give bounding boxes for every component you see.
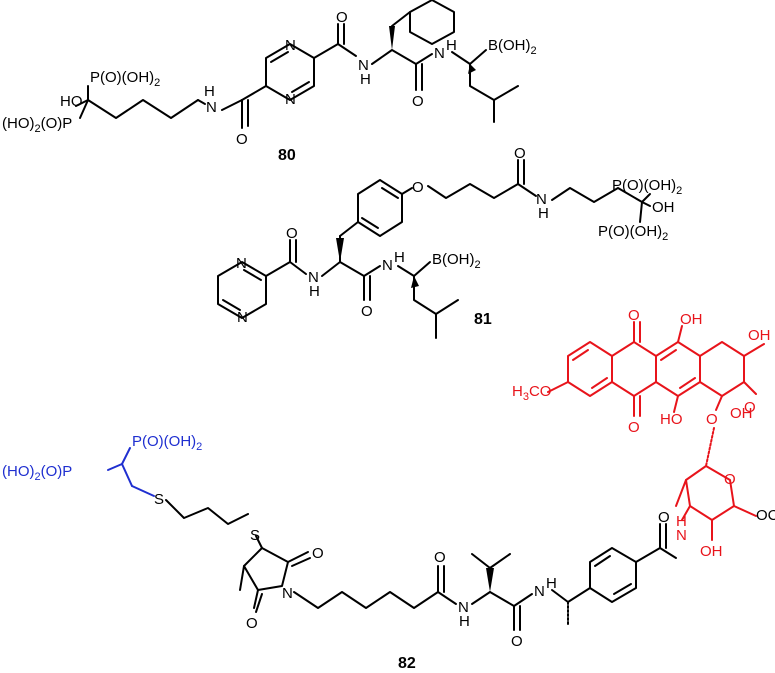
compound-82-bisphosphonate bbox=[107, 447, 155, 497]
cmpd81-pyr-n2: N bbox=[237, 309, 248, 326]
cmpd82-benz-o: O bbox=[658, 509, 670, 526]
cmpd80-linker-h: H bbox=[204, 83, 215, 100]
cmpd81-ether-o: O bbox=[412, 179, 424, 196]
compound-80 bbox=[75, 0, 519, 129]
cmpd82-bp-top-label: P(O)(OH)2 bbox=[132, 433, 202, 453]
cmpd81-amide2-o: O bbox=[361, 303, 373, 320]
cmpd81-top-h: H bbox=[538, 205, 549, 222]
compound-number-82: 82 bbox=[398, 655, 416, 672]
cmpd81-nh1-h: H bbox=[309, 283, 320, 300]
cmpd82-s2: S bbox=[250, 527, 260, 544]
cmpd82-val-o: O bbox=[511, 633, 523, 650]
cmpd82-sugar-oh: OH bbox=[700, 543, 723, 560]
cmpd80-linker-n: N bbox=[206, 99, 217, 116]
cmpd82-imide-n: N bbox=[282, 585, 293, 602]
cmpd82-sugar-ring-o: O bbox=[724, 471, 736, 488]
cmpd80-boro-o: O bbox=[412, 93, 424, 110]
cmpd80-nh-h: H bbox=[360, 71, 371, 88]
compound-number-80: 80 bbox=[278, 147, 296, 164]
cmpd82-val-h: H bbox=[459, 613, 470, 630]
cmpd82-oh4: OH bbox=[730, 405, 753, 422]
cmpd82-glycosidic-o: O bbox=[706, 411, 718, 428]
cmpd82-bp-left-label: (HO)2(O)P bbox=[2, 463, 72, 483]
cmpd80-pyrazine-n1: N bbox=[285, 37, 296, 54]
cmpd80-boro-n: N bbox=[434, 45, 445, 62]
cmpd82-imide-o1: O bbox=[312, 545, 324, 562]
cmpd80-amide1-o: O bbox=[236, 131, 248, 148]
cmpd81-p2-label: P(O)(OH)2 bbox=[598, 223, 668, 243]
cmpd81-pyr-n1: N bbox=[236, 255, 247, 272]
cmpd81-amide1-o: O bbox=[286, 225, 298, 242]
cmpd81-amide-top-o: O bbox=[514, 145, 526, 162]
cmpd82-imide-o2: O bbox=[246, 615, 258, 632]
cmpd81-nh2-n: N bbox=[382, 257, 393, 274]
cmpd80-amide2-o: O bbox=[336, 9, 348, 26]
cmpd82-hex-o: O bbox=[434, 549, 446, 566]
cmpd82-methoxy-label: H3CO bbox=[512, 383, 551, 403]
cmpd82-quinone-o-bot: O bbox=[628, 419, 640, 436]
cmpd81-boronic-label: B(OH)2 bbox=[432, 251, 481, 271]
cmpd82-och3: OCH3 bbox=[756, 507, 775, 527]
cmpd80-nh-n: N bbox=[358, 57, 369, 74]
compound-82-linker bbox=[165, 499, 677, 631]
cmpd82-s1: S bbox=[154, 491, 164, 508]
cmpd82-oh2: HO bbox=[660, 411, 683, 428]
cmpd82-phe-n: N bbox=[534, 583, 545, 600]
cmpd82-sugar-h: H bbox=[676, 513, 687, 530]
cmpd82-quinone-o-top: O bbox=[628, 307, 640, 324]
cmpd81-p1-label: P(O)(OH)2 bbox=[612, 177, 682, 197]
cmpd80-ho-label: HO bbox=[60, 93, 83, 110]
cmpd80-boronic-label: B(OH)2 bbox=[488, 37, 537, 57]
cmpd81-nh2-h: H bbox=[394, 249, 405, 266]
cmpd81-top-n: N bbox=[536, 191, 547, 208]
compound-number-81: 81 bbox=[474, 311, 492, 328]
cmpd82-ketone-o: O bbox=[744, 399, 756, 416]
cmpd80-boro-h: H bbox=[446, 37, 457, 54]
cmpd80-ptop-label: P(O)(OH)2 bbox=[90, 69, 160, 89]
cmpd82-ch2-oh: OH bbox=[748, 327, 771, 344]
cmpd81-oh-label: OH bbox=[652, 199, 675, 216]
cmpd82-sugar-n: N bbox=[676, 527, 687, 544]
compound-82-doxorubicin bbox=[547, 321, 765, 417]
cmpd82-phe-h: H bbox=[546, 575, 557, 592]
cmpd80-pleft-label: (HO)2(O)P bbox=[2, 115, 72, 135]
cmpd80-pyrazine-n2: N bbox=[285, 91, 296, 108]
cmpd82-val-n: N bbox=[458, 599, 469, 616]
compound-82-sugar bbox=[675, 427, 757, 541]
compound-81 bbox=[217, 159, 651, 339]
cmpd81-nh1-n: N bbox=[308, 269, 319, 286]
cmpd82-oh1: OH bbox=[680, 311, 703, 328]
